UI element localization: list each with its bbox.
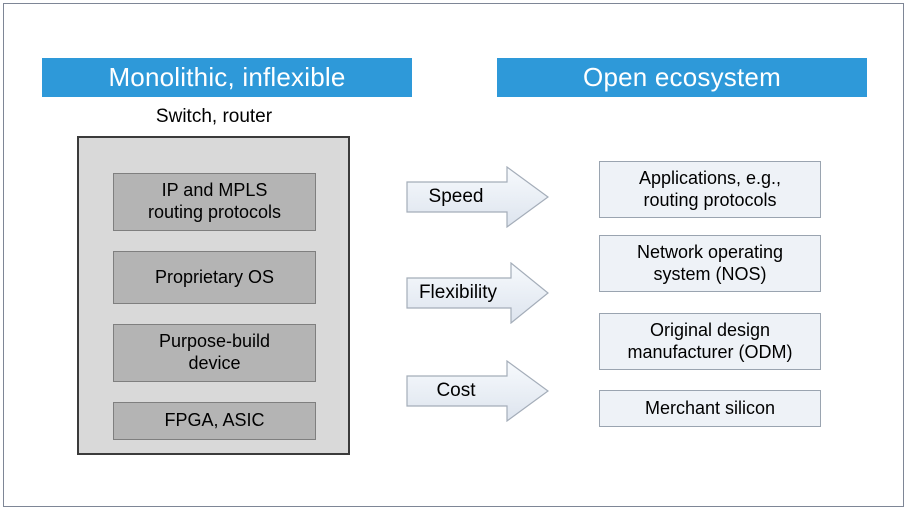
header-banner-monolithic: Monolithic, inflexible — [42, 58, 412, 97]
open-item-merchant-silicon-text: Merchant silicon — [644, 397, 776, 418]
open-item-network-operating-system: Network operating system (NOS) — [599, 235, 821, 292]
stack-item-proprietary-os-text: Proprietary OS — [154, 266, 275, 287]
stack-item-purpose-build-device: Purpose-build device — [113, 324, 316, 382]
arrow-flexibility: Flexibility — [406, 262, 549, 324]
header-banner-open-ecosystem: Open ecosystem — [497, 58, 867, 97]
stack-item-purpose-build-device-line2: device — [188, 353, 241, 373]
open-item-merchant-silicon: Merchant silicon — [599, 390, 821, 427]
open-item-odm-text: Original design manufacturer (ODM) — [627, 320, 792, 363]
arrow-flexibility-shape — [406, 262, 549, 324]
stack-item-purpose-build-device-text: Purpose-build device — [159, 331, 270, 374]
open-item-applications-line2: routing protocols — [643, 189, 777, 210]
open-item-applications-line1: Applications, e.g., — [638, 167, 782, 188]
stack-item-fpga-asic: FPGA, ASIC — [113, 402, 316, 440]
open-item-applications-text: Applications, e.g., routing protocols — [639, 168, 781, 211]
arrow-speed: Speed — [406, 166, 549, 228]
open-item-odm: Original design manufacturer (ODM) — [599, 313, 821, 370]
open-item-odm-line1: Original design — [649, 319, 771, 340]
arrow-speed-shape — [406, 166, 549, 228]
switch-router-caption: Switch, router — [155, 106, 273, 127]
stack-item-purpose-build-device-line1: Purpose-build — [158, 331, 271, 352]
open-item-odm-line2: manufacturer (ODM) — [627, 341, 793, 362]
stack-item-fpga-asic-text: FPGA, ASIC — [164, 410, 265, 431]
header-banner-open-ecosystem-label: Open ecosystem — [583, 62, 781, 92]
open-item-network-operating-system-line2: system (NOS) — [653, 263, 767, 284]
stack-item-proprietary-os: Proprietary OS — [113, 251, 316, 304]
open-item-network-operating-system-line1: Network operating — [636, 241, 784, 262]
arrow-cost: Cost — [406, 360, 549, 422]
header-banner-monolithic-label: Monolithic, inflexible — [108, 62, 346, 92]
open-item-applications: Applications, e.g., routing protocols — [599, 161, 821, 218]
stack-item-ip-mpls-line1: IP and MPLS — [161, 180, 268, 201]
stack-item-ip-mpls-text: IP and MPLS routing protocols — [148, 180, 281, 223]
open-item-network-operating-system-text: Network operating system (NOS) — [637, 242, 783, 285]
stack-item-ip-mpls: IP and MPLS routing protocols — [113, 173, 316, 231]
stack-item-ip-mpls-line2: routing protocols — [147, 202, 282, 222]
arrow-cost-shape — [406, 360, 549, 422]
